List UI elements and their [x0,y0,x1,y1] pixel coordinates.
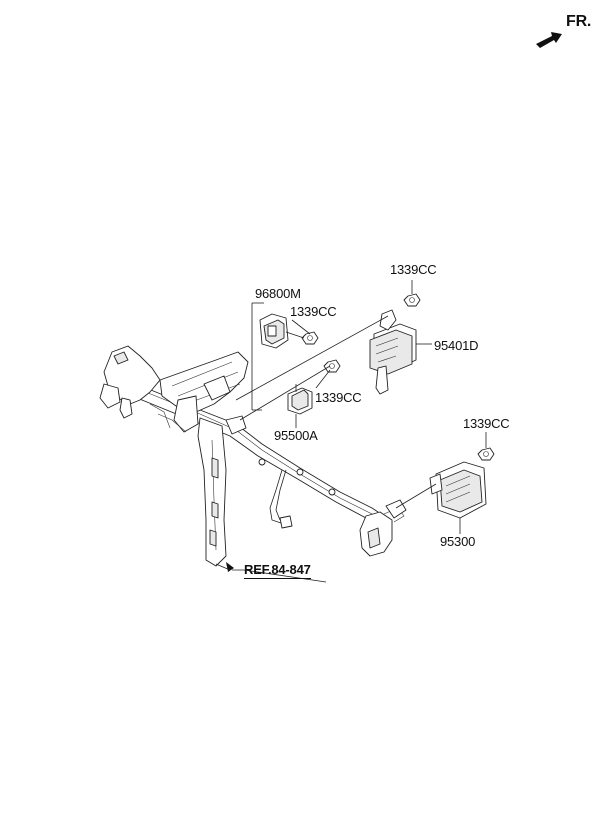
nut-1339cc-a [403,293,421,307]
part-95500a [287,384,313,415]
nut-1339cc-d [477,447,495,461]
nut-1339cc-b [301,331,319,345]
fr-label: FR. [566,13,592,30]
part-96800m [259,313,289,349]
part-95401d [369,309,417,395]
cowl-cross-bar [99,345,407,567]
label-95500a: 95500A [274,428,318,443]
part-95300 [429,461,487,519]
label-96800m: 96800M [255,286,301,301]
fr-arrow-icon [536,32,562,48]
label-1339cc-b: 1339CC [290,304,337,319]
nut-1339cc-c [323,359,341,373]
label-1339cc-c: 1339CC [315,390,362,405]
label-1339cc-a: 1339CC [390,262,437,277]
leader-lines [215,280,487,583]
ref-label: REF.84-847 [244,562,311,579]
label-95401d: 95401D [434,338,479,353]
label-1339cc-d: 1339CC [463,416,510,431]
label-95300: 95300 [440,534,476,549]
